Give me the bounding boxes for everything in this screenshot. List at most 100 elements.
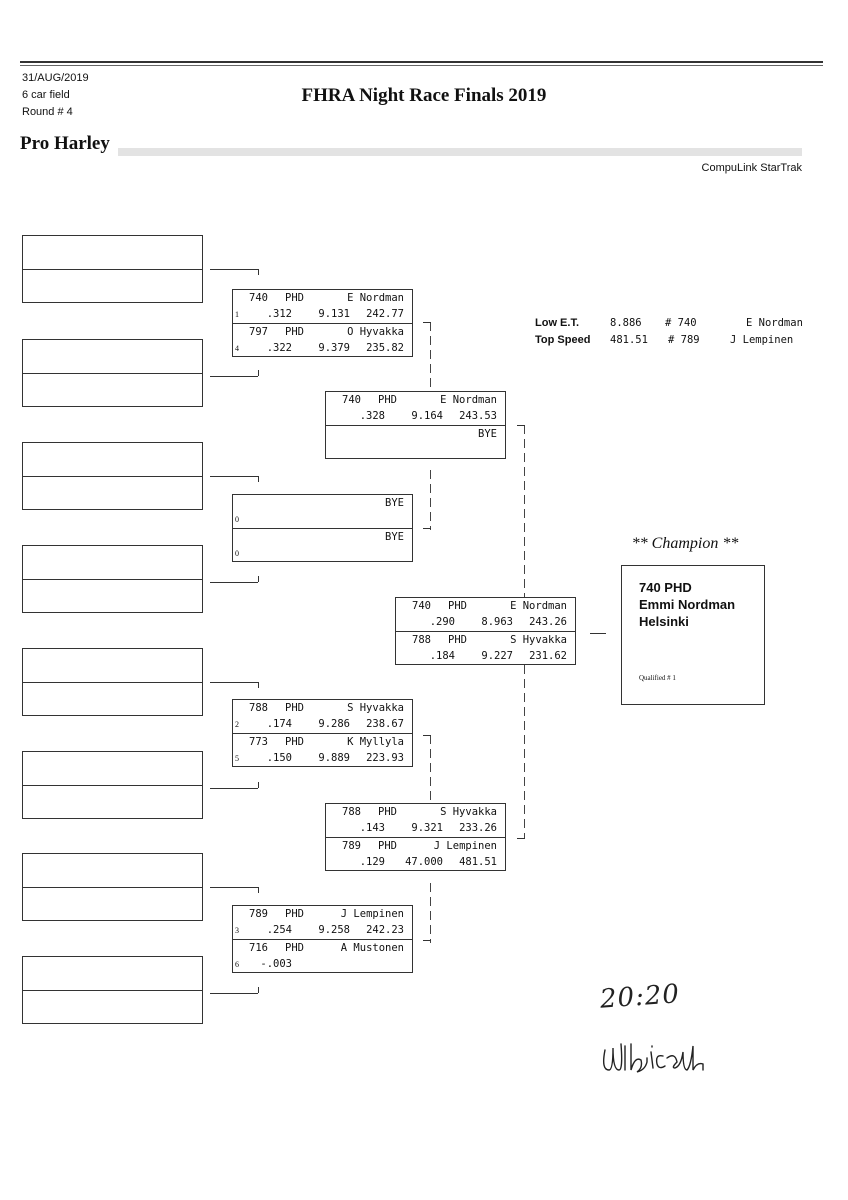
connector-line bbox=[210, 376, 258, 377]
speed: 238.67 bbox=[366, 718, 404, 730]
driver-name: E Nordman bbox=[510, 600, 567, 612]
champion-car-class: 740 PHD bbox=[639, 580, 692, 595]
connector-tick bbox=[258, 576, 259, 582]
car-number: 740 bbox=[249, 292, 268, 304]
car-class: PHD bbox=[285, 736, 304, 748]
elapsed-time: 9.258 bbox=[318, 924, 350, 936]
connector-tick bbox=[423, 322, 431, 323]
driver-name: O Hyvakka bbox=[347, 326, 404, 338]
empty-entry-box bbox=[22, 545, 203, 613]
car-number: 789 bbox=[342, 840, 361, 852]
connector-tick bbox=[258, 476, 259, 482]
champion-qualified: Qualified # 1 bbox=[639, 674, 676, 682]
event-title: FHRA Night Race Finals 2019 bbox=[301, 85, 547, 106]
driver-name: E Nordman bbox=[440, 394, 497, 406]
connector-tick bbox=[423, 528, 431, 529]
car-class: PHD bbox=[378, 394, 397, 406]
empty-entry-slot bbox=[23, 340, 202, 374]
empty-entry-box bbox=[22, 442, 203, 510]
competitor-slot: BYE bbox=[326, 425, 505, 459]
car-class: PHD bbox=[285, 292, 304, 304]
driver-name: S Hyvakka bbox=[347, 702, 404, 714]
category-title: Pro Harley bbox=[20, 133, 110, 154]
reaction-time: .290 bbox=[429, 616, 455, 628]
seed-number: 1 bbox=[235, 310, 239, 319]
champion-city: Helsinki bbox=[639, 614, 689, 629]
connector-tick bbox=[258, 987, 259, 993]
connector-tick bbox=[258, 682, 259, 688]
car-class: PHD bbox=[285, 908, 304, 920]
connector-tick bbox=[258, 782, 259, 788]
speed: 242.77 bbox=[366, 308, 404, 320]
car-number: 740 bbox=[342, 394, 361, 406]
speed: 243.53 bbox=[459, 410, 497, 422]
reaction-time: .184 bbox=[429, 650, 455, 662]
connector-line bbox=[210, 269, 258, 270]
elapsed-time: 9.889 bbox=[318, 752, 350, 764]
top-speed-label: Top Speed bbox=[535, 334, 591, 346]
reaction-time: -.003 bbox=[260, 958, 292, 970]
car-number: 797 bbox=[249, 326, 268, 338]
top-rule-thin bbox=[20, 65, 823, 66]
reaction-time: .174 bbox=[266, 718, 292, 730]
bracket-connector bbox=[524, 425, 525, 597]
handwritten-signature bbox=[602, 1043, 704, 1073]
top-speed-car: # 789 bbox=[668, 334, 700, 346]
car-class: PHD bbox=[378, 840, 397, 852]
empty-entry-slot bbox=[23, 854, 202, 888]
elapsed-time: 9.379 bbox=[318, 342, 350, 354]
bracket-connector bbox=[524, 665, 525, 838]
seed-number: 6 bbox=[235, 960, 239, 969]
empty-entry-box bbox=[22, 235, 203, 303]
low-et-value: 8.886 bbox=[610, 317, 642, 329]
elapsed-time: 9.164 bbox=[411, 410, 443, 422]
connector-line bbox=[210, 993, 258, 994]
driver-name: S Hyvakka bbox=[510, 634, 567, 646]
elapsed-time: 9.321 bbox=[411, 822, 443, 834]
reaction-time: .312 bbox=[266, 308, 292, 320]
seed-number: 0 bbox=[235, 549, 239, 558]
seed-number: 4 bbox=[235, 344, 239, 353]
speed: 235.82 bbox=[366, 342, 404, 354]
top-rule bbox=[20, 61, 823, 63]
driver-name: BYE bbox=[385, 497, 404, 509]
driver-name: S Hyvakka bbox=[440, 806, 497, 818]
driver-name: A Mustonen bbox=[340, 942, 404, 954]
empty-entry-slot bbox=[23, 236, 202, 270]
event-date: 31/AUG/2019 bbox=[22, 72, 89, 84]
elapsed-time: 9.227 bbox=[481, 650, 513, 662]
driver-name: K Myllyla bbox=[347, 736, 404, 748]
car-number: 716 bbox=[249, 942, 268, 954]
car-number: 789 bbox=[249, 908, 268, 920]
speed: 233.26 bbox=[459, 822, 497, 834]
seed-number: 2 bbox=[235, 720, 239, 729]
low-et-label: Low E.T. bbox=[535, 317, 579, 329]
top-speed-driver: J Lempinen bbox=[730, 334, 794, 346]
champion-driver: Emmi Nordman bbox=[639, 597, 736, 612]
vendor-label: CompuLink StarTrak bbox=[701, 162, 802, 174]
seed-number: 5 bbox=[235, 754, 239, 763]
reaction-time: .150 bbox=[266, 752, 292, 764]
elapsed-time: 9.286 bbox=[318, 718, 350, 730]
driver-name: BYE bbox=[478, 428, 497, 440]
empty-entry-slot bbox=[23, 546, 202, 580]
driver-name: E Nordman bbox=[347, 292, 404, 304]
empty-entry-box bbox=[22, 751, 203, 819]
champion-connector bbox=[590, 633, 606, 634]
car-class: PHD bbox=[285, 326, 304, 338]
champion-box: 740 PHD Emmi Nordman Helsinki Qualified … bbox=[621, 565, 765, 705]
speed: 231.62 bbox=[529, 650, 567, 662]
speed: 243.26 bbox=[529, 616, 567, 628]
connector-tick bbox=[423, 735, 431, 736]
reaction-time: .328 bbox=[359, 410, 385, 422]
